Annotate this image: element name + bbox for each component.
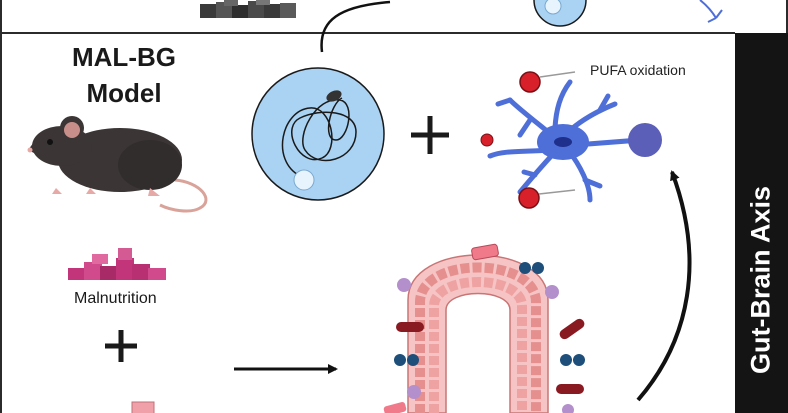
mouse-icon — [27, 116, 208, 213]
top-sphere-icon — [533, 0, 587, 27]
model-title-line2: Model — [86, 78, 162, 108]
bacteria-sphere-icon — [251, 67, 385, 201]
neuron-icon — [487, 79, 662, 203]
gut-brain-axis-bar — [735, 33, 788, 413]
gut-to-brain-arrow — [636, 170, 692, 402]
intestinal-villi-icon — [407, 254, 549, 413]
top-curve-arrow — [320, 0, 391, 53]
pufa-oxidation-label: PUFA oxidation — [590, 62, 686, 78]
microbe-particles-icon — [383, 243, 585, 413]
plus-icon — [105, 330, 137, 362]
gut-brain-axis-label: Gut-Brain Axis — [745, 185, 776, 375]
plus-icon — [411, 116, 449, 154]
bottom-block-icon — [131, 401, 155, 413]
ros-dots-icon — [480, 71, 576, 209]
diet-blocks-icon — [200, 0, 296, 18]
model-title-line1: MAL-BG — [72, 42, 176, 72]
malnutrition-label: Malnutrition — [74, 290, 157, 307]
top-neuron-icon — [699, 0, 723, 23]
malnutrition-blocks-icon — [68, 248, 166, 280]
